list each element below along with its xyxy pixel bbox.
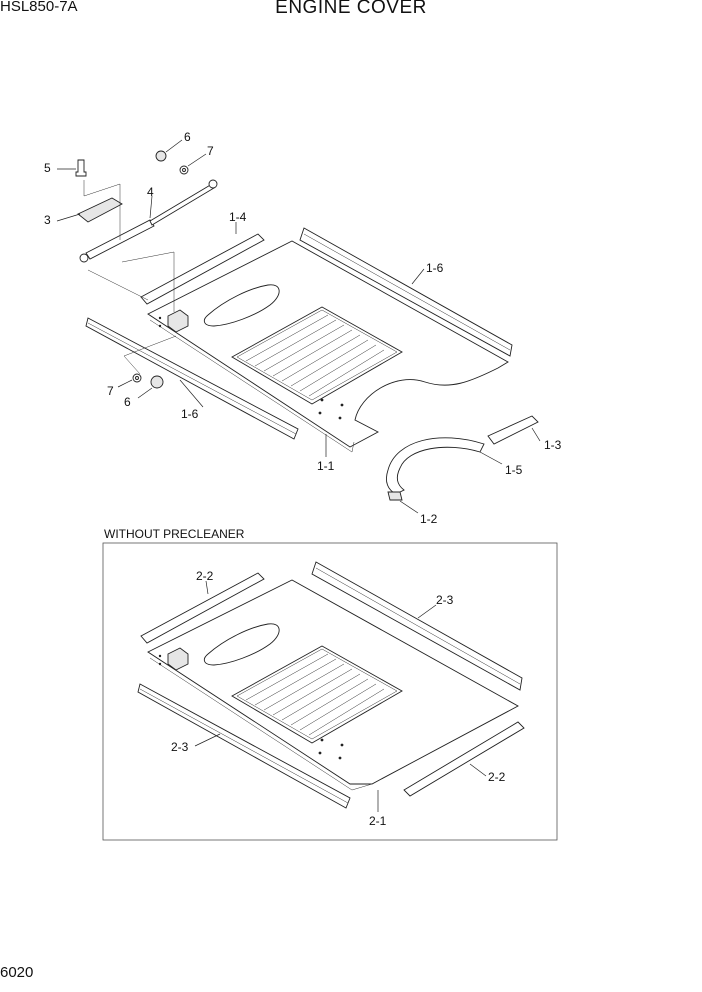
callout-2-3-left: 2-3 — [171, 740, 189, 754]
callout-3: 3 — [44, 213, 51, 227]
hinge-3 — [77, 197, 123, 223]
block-1-2 — [387, 491, 403, 501]
nut-6-upper — [155, 150, 167, 162]
callout-4: 4 — [147, 185, 154, 199]
nut-6-lower — [150, 375, 164, 389]
callout-1-2: 1-2 — [420, 512, 438, 526]
callout-6: 6 — [184, 130, 191, 144]
seal-1-5 — [385, 437, 485, 495]
callout-1-1: 1-1 — [317, 459, 335, 473]
seal-1-3 — [487, 415, 539, 445]
engine-cover-panel-2-1 — [147, 579, 519, 791]
subassembly-label: WITHOUT PRECLEANER — [104, 527, 245, 541]
callout-1-6-right: 1-6 — [426, 261, 444, 275]
page-number: 6020 — [0, 964, 34, 981]
callout-2-1: 2-1 — [369, 814, 387, 828]
washer-7-lower — [132, 373, 142, 383]
callout-1-4: 1-4 — [229, 210, 247, 224]
callout-2-2-lower: 2-2 — [488, 770, 506, 784]
callout-2-2-upper: 2-2 — [196, 569, 214, 583]
seal-2-2-upper — [140, 572, 265, 644]
callout-2-3-right: 2-3 — [436, 593, 454, 607]
model-code: HSL850-7A — [0, 0, 78, 15]
seal-2-2-lower — [403, 721, 525, 797]
subassembly-frame — [102, 542, 558, 841]
callout-6-lower: 6 — [124, 395, 131, 409]
seal-1-6-left — [85, 317, 299, 440]
seal-1-6-right — [299, 227, 513, 357]
callout-5: 5 — [44, 161, 51, 175]
callout-7-lower: 7 — [107, 384, 114, 398]
page-title: ENGINE COVER — [275, 0, 427, 18]
seal-2-3-left — [137, 683, 351, 809]
callout-1-3: 1-3 — [544, 438, 562, 452]
callout-1-5: 1-5 — [505, 463, 523, 477]
callout-1-6-left: 1-6 — [181, 407, 199, 421]
bolt-5 — [75, 159, 87, 177]
washer-7-upper — [179, 165, 189, 175]
callout-7: 7 — [207, 144, 214, 158]
engine-cover-panel — [147, 240, 509, 453]
seal-1-4 — [140, 233, 265, 305]
seal-2-3-right — [311, 561, 523, 691]
